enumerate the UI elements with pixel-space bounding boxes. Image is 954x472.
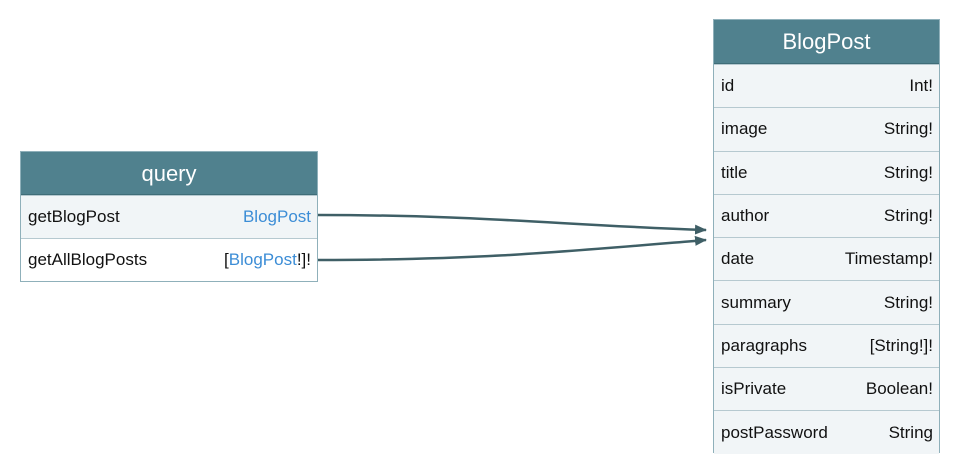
blogpost-node[interactable]: BlogPost id Int! image String! title Str… xyxy=(713,19,940,454)
blogpost-field-image[interactable]: image String! xyxy=(714,107,939,151)
field-type: Boolean! xyxy=(865,379,933,399)
query-field-getallblogposts[interactable]: getAllBlogPosts [BlogPost!]! xyxy=(21,238,317,281)
blogpost-field-author[interactable]: author String! xyxy=(714,193,939,238)
field-name: paragraphs xyxy=(721,335,808,355)
field-name: title xyxy=(721,162,748,182)
type-link-blogpost[interactable]: BlogPost xyxy=(242,207,311,226)
field-name: summary xyxy=(721,292,791,312)
field-type: String! xyxy=(883,292,933,312)
field-type: BlogPost xyxy=(243,207,311,227)
query-field-getblogpost[interactable]: getBlogPost BlogPost xyxy=(21,195,317,238)
blogpost-node-title: BlogPost xyxy=(714,20,939,64)
field-type: Int! xyxy=(909,76,933,96)
field-name: getBlogPost xyxy=(28,207,120,226)
field-name: isPrivate xyxy=(721,379,787,399)
field-name: id xyxy=(721,76,735,96)
blogpost-field-summary[interactable]: summary String! xyxy=(714,280,939,324)
field-type: String! xyxy=(883,119,933,139)
blogpost-field-postpassword[interactable]: postPassword String xyxy=(714,410,939,454)
field-type: [BlogPost!]! xyxy=(224,250,311,269)
query-node[interactable]: query getBlogPost BlogPost getAllBlogPos… xyxy=(20,151,318,282)
edge-getallblogposts-to-blogpost xyxy=(317,235,707,262)
field-name: author xyxy=(721,206,770,226)
field-type: String! xyxy=(883,206,933,226)
field-type: String! xyxy=(883,162,933,182)
blogpost-field-date[interactable]: date Timestamp! xyxy=(714,237,939,281)
field-type: [String!]! xyxy=(869,335,933,355)
blogpost-field-id[interactable]: id Int! xyxy=(714,64,939,108)
field-name: postPassword xyxy=(721,422,828,442)
edge-getblogpost-to-blogpost xyxy=(317,213,707,235)
query-node-title: query xyxy=(21,152,317,195)
field-name: date xyxy=(721,249,755,269)
blogpost-field-paragraphs[interactable]: paragraphs [String!]! xyxy=(714,323,939,368)
field-name: getAllBlogPosts xyxy=(28,250,148,269)
field-type: Timestamp! xyxy=(844,249,933,269)
blogpost-field-isprivate[interactable]: isPrivate Boolean! xyxy=(714,367,939,411)
type-link-blogpost[interactable]: BlogPost xyxy=(228,250,297,269)
blogpost-field-title[interactable]: title String! xyxy=(714,150,939,194)
field-name: image xyxy=(721,119,768,139)
field-type: String xyxy=(888,422,933,442)
